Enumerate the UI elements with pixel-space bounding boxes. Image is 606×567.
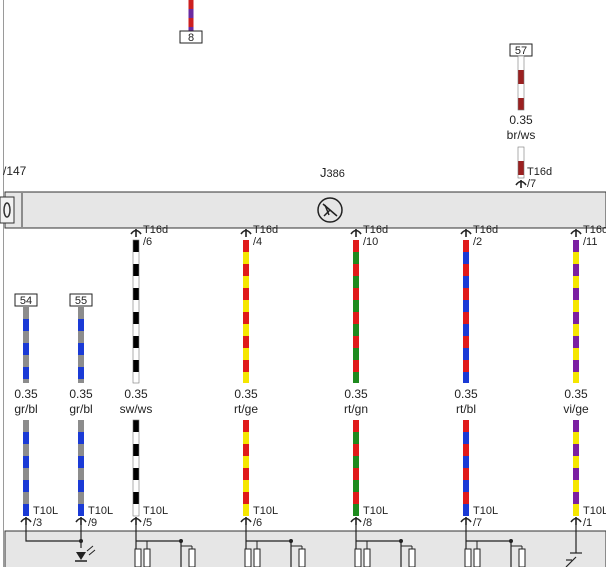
wire-4-bottom-connector: T10L	[253, 505, 278, 517]
wire-4-gauge: 0.35	[234, 387, 258, 401]
wire-10-bottom-connector: T10L	[363, 505, 388, 517]
wire-10-top-connector: T16d	[363, 224, 388, 236]
wire-54-terminal-box-label: 54	[20, 295, 32, 307]
module-ref-left: /147	[3, 164, 27, 178]
wire-6-color-code: sw/ws	[120, 402, 153, 416]
terminal-box-57-label: 57	[515, 45, 527, 57]
wire-4-top-connector: T16d	[253, 224, 278, 236]
wire-55-bottom-pin: /9	[88, 517, 97, 529]
wire-10-upper-segment	[353, 240, 359, 383]
wire-11-bottom-pin: /1	[583, 517, 592, 529]
terminal-box-8-label: 8	[188, 32, 194, 44]
wire-54-bottom-pin-arrow	[20, 517, 32, 525]
module-name: J386	[320, 165, 345, 180]
pin-arrow-57	[515, 180, 527, 188]
wire-8-top	[188, 0, 194, 31]
wire-6-top-connector: T16d	[143, 224, 168, 236]
wire-11-upper-segment	[573, 240, 579, 383]
resistor-bank-1	[134, 525, 196, 567]
junction-dot	[79, 539, 83, 543]
wire-10-gauge: 0.35	[344, 387, 368, 401]
wire-4-bottom-pin: /6	[253, 517, 262, 529]
switch-icon	[565, 525, 582, 567]
resistor-bank-2	[244, 525, 306, 567]
wire-2-gauge: 0.35	[454, 387, 478, 401]
wire-2-top-pin: /2	[473, 236, 482, 248]
wire-57-connector: T16d	[527, 166, 552, 178]
wire-11-lower-segment	[573, 420, 579, 516]
module-left-plug-ring	[3, 202, 11, 218]
wire-55-bottom-connector: T10L	[88, 505, 113, 517]
terminal-box-57: 57	[509, 43, 533, 57]
wire-2-bottom-pin-arrow	[460, 517, 472, 525]
wire-6-lower-segment	[132, 419, 140, 517]
wire-2-bottom-connector: T10L	[473, 505, 498, 517]
wire-55-terminal-box: 55	[69, 293, 93, 307]
wire-11-bottom-pin-arrow	[570, 517, 582, 525]
wire-10-top-pin-arrow	[350, 229, 362, 237]
wire-54-terminal-box: 54	[14, 293, 38, 307]
wires-layer: 8570.35br/wsT16d/7540.35gr/blT10L/3550.3…	[14, 0, 606, 529]
wire-4-top-pin: /4	[253, 236, 262, 248]
wire-11-top-connector: T16d	[583, 224, 606, 236]
wire-55-color-code: gr/bl	[69, 402, 92, 416]
module-bar	[4, 191, 606, 229]
wire-11-color-code: vi/ge	[563, 402, 589, 416]
wire-2-bottom-pin: /7	[473, 517, 482, 529]
wire-54-upper-segment	[23, 307, 29, 383]
wire-54-gauge: 0.35	[14, 387, 38, 401]
wire-6-bottom-pin-arrow	[130, 517, 142, 525]
wire-54-lower-segment	[23, 420, 29, 516]
wire-4-upper-segment	[243, 240, 249, 383]
wire-4-lower-segment	[243, 420, 249, 516]
wire-2-top-pin-arrow	[460, 229, 472, 237]
wire-54-bottom-pin: /3	[33, 517, 42, 529]
wire-57-lower	[517, 146, 525, 179]
wire-10-lower-segment	[353, 420, 359, 516]
wire-10-bottom-pin: /8	[363, 517, 372, 529]
wire-57-pin: /7	[527, 178, 536, 190]
bottom-link-54	[25, 525, 82, 548]
resistor-bank-4	[464, 525, 526, 567]
led-icon	[75, 545, 96, 562]
wire-4-top-pin-arrow	[240, 229, 252, 237]
wire-4-bottom-pin-arrow	[240, 517, 252, 525]
wire-57-color-code: br/ws	[507, 128, 536, 142]
wire-54-color-code: gr/bl	[14, 402, 37, 416]
wire-10-bottom-pin-arrow	[350, 517, 362, 525]
wire-6-gauge: 0.35	[124, 387, 148, 401]
module-symbol-icon	[317, 197, 343, 223]
wire-11-top-pin: /11	[583, 236, 597, 248]
wire-6-upper-segment	[132, 239, 140, 384]
wire-11-top-pin-arrow	[570, 229, 582, 237]
wire-10-top-pin: /10	[363, 236, 378, 248]
wire-54-bottom-connector: T10L	[33, 505, 58, 517]
wire-6-top-pin-arrow	[130, 229, 142, 237]
wire-6-bottom-pin: /5	[143, 517, 152, 529]
wire-55-lower-segment	[78, 420, 84, 516]
wire-55-terminal-box-label: 55	[75, 295, 87, 307]
wire-6-top-pin: /6	[143, 236, 152, 248]
wire-2-lower-segment	[463, 420, 469, 516]
bottom-symbols-layer	[25, 525, 582, 567]
resistor-bank-3	[354, 525, 416, 567]
wire-2-upper-segment	[463, 240, 469, 383]
wire-57-upper	[517, 55, 525, 111]
wire-2-color-code: rt/bl	[456, 402, 476, 416]
wire-2-top-connector: T16d	[473, 224, 498, 236]
wire-57-gauge: 0.35	[509, 113, 533, 127]
module-left-plug	[0, 196, 15, 224]
wire-11-bottom-connector: T10L	[583, 505, 606, 517]
wire-55-gauge: 0.35	[69, 387, 93, 401]
wire-11-gauge: 0.35	[564, 387, 588, 401]
wire-10-color-code: rt/gn	[344, 402, 368, 416]
wire-55-bottom-pin-arrow	[75, 517, 87, 525]
terminal-box-8: 8	[179, 30, 203, 44]
wire-4-color-code: rt/ge	[234, 402, 258, 416]
wire-6-bottom-connector: T10L	[143, 505, 168, 517]
wire-55-upper-segment	[78, 307, 84, 383]
